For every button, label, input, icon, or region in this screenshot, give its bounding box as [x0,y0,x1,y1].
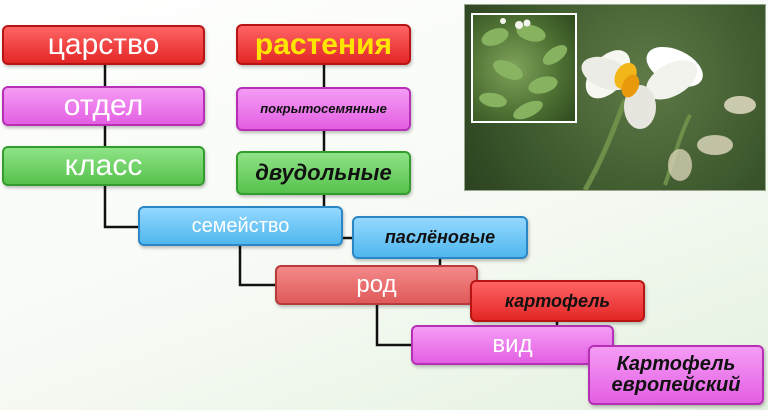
taxon-genus-label: картофель [504,290,611,311]
taxon-class-label: двудольные [255,160,392,186]
rank-kingdom-box: царство [2,25,205,65]
taxon-family-label: паслёновые [384,227,496,248]
potato-plant-icon [479,18,568,120]
taxon-kingdom-label: растения [254,27,393,61]
potato-photo-panel [464,4,766,191]
rank-species-label: вид [492,331,533,359]
rank-class-label: класс [64,149,143,183]
rank-species-box: вид [411,325,614,365]
rank-division-box: отдел [2,86,205,126]
potato-flower-icon [581,46,756,190]
taxon-division-label: покрытосемянные [260,101,387,117]
taxon-genus-box: картофель [470,280,645,322]
rank-genus-label: род [356,271,397,299]
rank-kingdom-label: царство [47,28,160,62]
taxon-species-line2: европейский [611,374,741,396]
taxon-species-box: Картофель европейский [588,345,764,405]
rank-family-box: семейство [138,206,343,246]
taxon-kingdom-box: растения [236,24,411,65]
connector-family-genus [238,246,275,287]
rank-class-box: класс [2,146,205,186]
taxon-family-box: паслёновые [352,216,528,259]
rank-division-label: отдел [63,89,144,123]
rank-genus-box: род [275,265,478,305]
potato-plant-inset [471,13,577,123]
taxon-species-line1: Картофель [616,353,736,375]
taxon-class-box: двудольные [236,151,411,195]
connector-class-family [103,186,138,229]
taxon-division-box: покрытосемянные [236,87,411,131]
connector-genus-species [375,305,411,347]
rank-family-label: семейство [191,214,290,237]
